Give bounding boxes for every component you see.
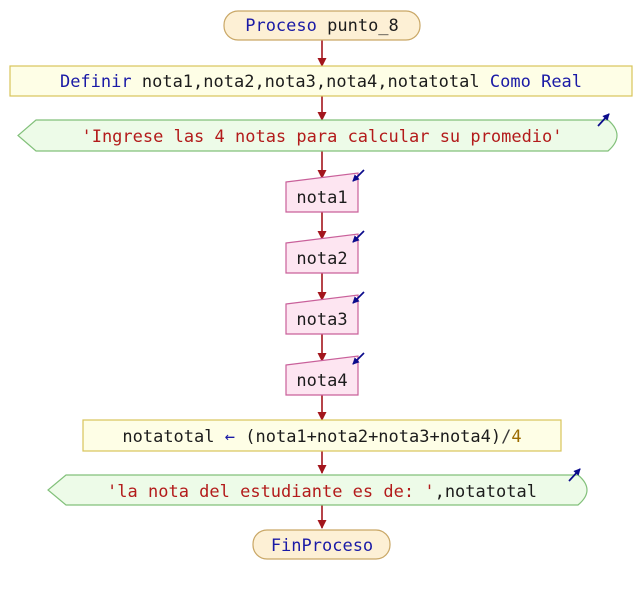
output2-shape (47, 474, 588, 506)
input-node-nota3[interactable]: nota3 (285, 291, 365, 335)
define-vars: nota1,nota2,nota3,nota4,notatotal (142, 72, 480, 92)
end-label: FinProceso (271, 536, 373, 556)
output1-arrow-icon (597, 113, 610, 127)
input-node-nota1[interactable]: nota1 (285, 169, 365, 213)
assign-shape (82, 419, 562, 452)
input-arrow-icon (352, 352, 365, 365)
input-label-nota1: nota1 (296, 188, 347, 208)
start-shape (223, 10, 421, 41)
output2-string: 'la nota del estudiante es de: ' (107, 482, 435, 502)
input-arrow-icon (352, 169, 365, 182)
define-shape (9, 65, 633, 97)
define-keyword: Definir (60, 72, 132, 92)
output2-arrow-icon (568, 468, 581, 482)
start-node[interactable]: Proceso punto_8 (223, 10, 421, 41)
output2-variable: notatotal (445, 482, 537, 502)
assign-label: notatotal ← (nota1+nota2+nota3+nota4)/4 (122, 427, 521, 447)
input-shape (285, 294, 359, 335)
end-shape (252, 529, 391, 560)
define-type-keyword: Como (490, 72, 531, 92)
output2-separator: , (435, 482, 445, 502)
input-label-nota2: nota2 (296, 249, 347, 269)
define-node[interactable]: Definir nota1,nota2,nota3,nota4,notatota… (9, 65, 633, 97)
input-label-nota3: nota3 (296, 310, 347, 330)
assign-divisor: 4 (511, 427, 521, 447)
input-shape (285, 233, 359, 274)
output2-node[interactable]: 'la nota del estudiante es de: ',notatot… (47, 468, 588, 506)
output2-label: 'la nota del estudiante es de: ',notatot… (107, 482, 537, 502)
output1-label: 'Ingrese las 4 notas para calcular su pr… (81, 127, 562, 147)
input-arrow-icon (352, 230, 365, 243)
output1-node[interactable]: 'Ingrese las 4 notas para calcular su pr… (17, 113, 618, 152)
start-process-name: punto_8 (327, 16, 399, 36)
define-type: Real (541, 72, 582, 92)
define-label: Definir nota1,nota2,nota3,nota4,notatota… (60, 72, 582, 92)
start-label: Proceso punto_8 (245, 16, 399, 36)
input-arrow-icon (352, 291, 365, 304)
input-shape (285, 355, 359, 396)
assign-node[interactable]: notatotal ← (nota1+nota2+nota3+nota4)/4 (82, 419, 562, 452)
start-keyword: Proceso (245, 16, 317, 36)
assign-arrow: ← (225, 427, 235, 447)
input-label-nota4: nota4 (296, 371, 347, 391)
output1-shape (17, 119, 618, 152)
input-shape (285, 172, 359, 213)
assign-target: notatotal (122, 427, 214, 447)
assign-expression: (nota1+nota2+nota3+nota4) (245, 427, 501, 447)
assign-divide: / (501, 427, 511, 447)
input-node-nota2[interactable]: nota2 (285, 230, 365, 274)
input-node-nota4[interactable]: nota4 (285, 352, 365, 396)
end-node[interactable]: FinProceso (252, 529, 391, 560)
